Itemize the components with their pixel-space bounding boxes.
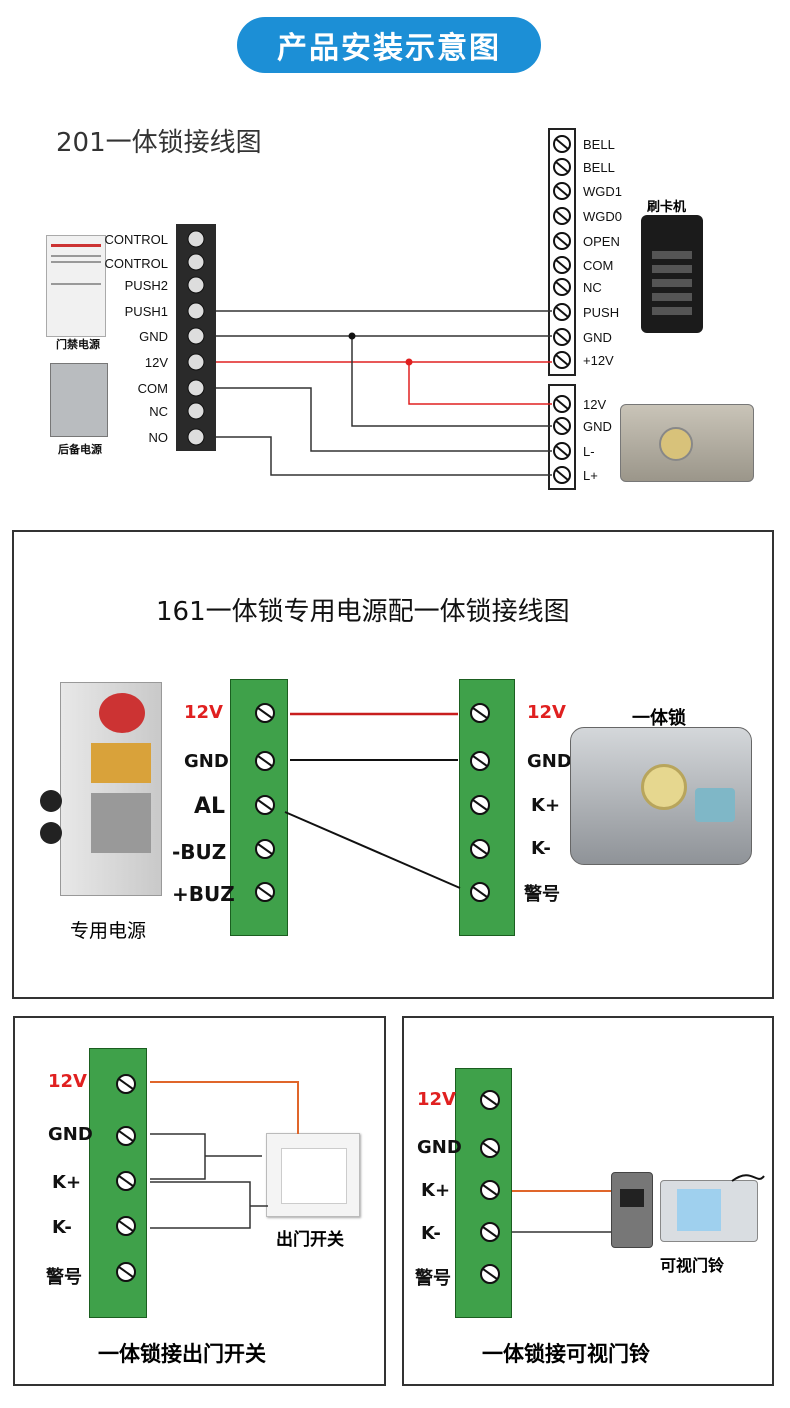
- terminal-label: K+: [52, 1172, 82, 1193]
- terminal-label: BELL: [583, 137, 615, 152]
- section3-frame: [13, 1016, 386, 1386]
- backup-power-label: 后备电源: [58, 443, 102, 456]
- terminal-label: K-: [52, 1217, 72, 1238]
- section1-title: 201一体锁接线图: [56, 128, 262, 158]
- terminal-label: K-: [531, 838, 551, 859]
- section4-wiring: [480, 1090, 765, 1284]
- terminal-label: GND: [184, 751, 229, 772]
- terminal-label: GND: [583, 330, 612, 345]
- terminal-label: GND: [527, 751, 572, 772]
- terminal-label: NC: [149, 404, 168, 419]
- doorbell-label: 可视门铃: [660, 1256, 725, 1275]
- terminal-label: 警号: [46, 1267, 82, 1288]
- terminal-label: GND: [139, 329, 168, 344]
- section2-title: 161一体锁专用电源配一体锁接线图: [156, 597, 570, 627]
- terminal-label: K+: [421, 1180, 451, 1201]
- door-power-label: 门禁电源: [56, 338, 100, 351]
- terminal-label: OPEN: [583, 234, 620, 249]
- dedicated-power-image: [60, 682, 162, 896]
- terminal-label: NO: [148, 430, 169, 445]
- terminal-label: NC: [583, 280, 602, 295]
- terminal-label: 警号: [524, 884, 560, 905]
- terminal-label: PUSH2: [124, 278, 168, 293]
- terminal-label: L-: [583, 444, 595, 459]
- terminal-label: 12V: [527, 702, 566, 723]
- card-reader-image: [641, 215, 703, 333]
- terminal-label: K+: [531, 795, 561, 816]
- doorbell-outdoor-unit-image: [611, 1172, 653, 1248]
- terminal-label: AL: [194, 794, 226, 819]
- section3-caption: 一体锁接出门开关: [98, 1342, 266, 1366]
- doorbell-monitor-image: [660, 1180, 758, 1242]
- backup-power-image: [50, 363, 108, 437]
- terminal-label: COM: [583, 258, 614, 273]
- lock-image: [570, 727, 752, 865]
- keys-icon: [40, 790, 68, 850]
- section4-frame: [402, 1016, 774, 1386]
- page-title: 产品安装示意图: [237, 17, 541, 73]
- power-label: 专用电源: [70, 920, 147, 942]
- terminal-label: GND: [583, 419, 612, 434]
- terminal-label: BELL: [583, 160, 615, 175]
- section1-wiring: [187, 135, 571, 484]
- terminal-label: K-: [421, 1223, 441, 1244]
- terminal-label: PUSH: [583, 305, 620, 320]
- terminal-label: 12V: [48, 1071, 87, 1092]
- exit-switch-image: [266, 1133, 360, 1217]
- terminal-label: +12V: [583, 353, 614, 368]
- terminal-label: GND: [417, 1137, 462, 1158]
- terminal-label: 12V: [417, 1089, 456, 1110]
- switch-label: 出门开关: [276, 1230, 344, 1250]
- section4-caption: 一体锁接可视门铃: [482, 1342, 650, 1366]
- section2-frame: [12, 530, 774, 999]
- terminal-label: CONTROL: [104, 232, 168, 247]
- card-reader-label: 刷卡机: [647, 200, 687, 215]
- terminal-label: COM: [137, 381, 168, 396]
- terminal-label: GND: [48, 1124, 93, 1145]
- terminal-label: 警号: [415, 1268, 451, 1289]
- terminal-label: CONTROL: [104, 256, 168, 271]
- section3-wiring: [116, 1074, 299, 1282]
- terminal-label: L+: [583, 468, 598, 483]
- lock-label: 一体锁: [632, 708, 686, 729]
- terminal-label: 12V: [583, 397, 607, 412]
- terminal-label: WGD0: [583, 209, 622, 224]
- terminal-label: 12V: [144, 355, 168, 370]
- lock-image: [620, 404, 754, 482]
- terminal-label: PUSH1: [124, 304, 168, 319]
- door-power-supply-image: [46, 235, 106, 337]
- terminal-label: +BUZ: [172, 882, 235, 906]
- section2-wiring: [255, 703, 490, 902]
- terminal-label: -BUZ: [172, 840, 227, 864]
- terminal-label: 12V: [184, 702, 223, 723]
- terminal-label: WGD1: [583, 184, 622, 199]
